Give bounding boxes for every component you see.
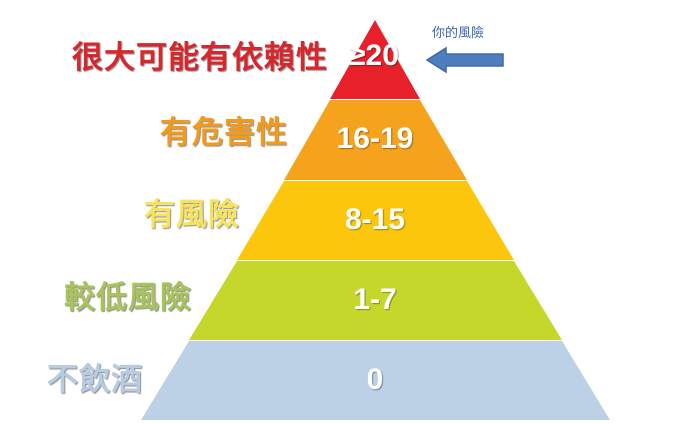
pyramid-tier-2: [284, 100, 467, 180]
level-label-2: 有危害性: [160, 115, 288, 151]
score-2: 16-19: [336, 122, 414, 155]
score-1: ≥20: [349, 39, 399, 72]
level-label-4: 較低風險: [64, 280, 192, 316]
score-5: 0: [366, 363, 384, 396]
score-4: 1-7: [353, 283, 397, 316]
pyramid-tier-5: [141, 341, 610, 420]
pyramid-tier-1: [330, 20, 420, 99]
level-label-1: 很大可能有依賴性: [72, 40, 328, 76]
left-arrow-icon: [425, 46, 504, 74]
score-3: 8-15: [344, 203, 406, 236]
your-risk-label: 你的風險: [432, 26, 485, 41]
level-label-3: 有風險: [144, 197, 240, 233]
level-label-5: 不飲酒: [47, 362, 143, 398]
pyramid-tier-3: [237, 181, 514, 260]
pyramid-tier-4: [189, 261, 562, 340]
